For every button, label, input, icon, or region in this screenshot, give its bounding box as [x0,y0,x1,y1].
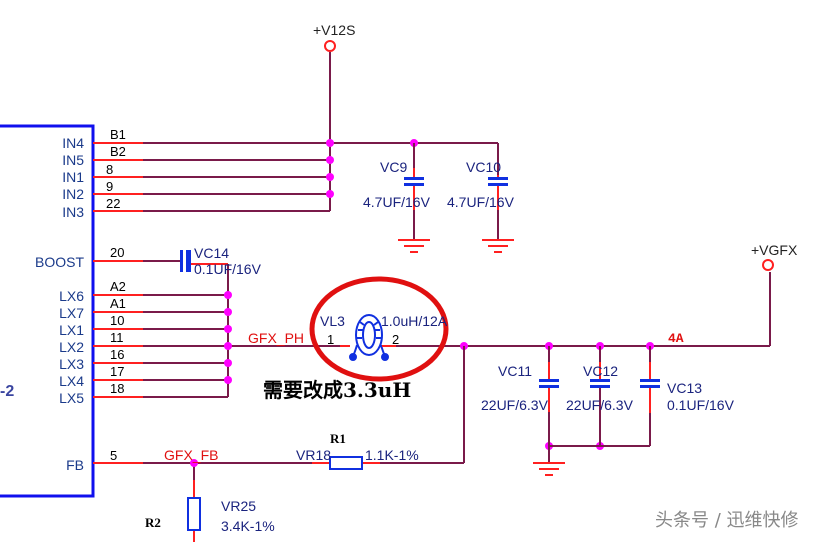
ground-icon [398,239,430,253]
pin-label-lx3: LX3 [59,356,84,372]
pin-number: 9 [106,179,114,194]
pin-label-in4: IN4 [62,135,84,151]
pin-label-lx6: LX6 [59,288,84,304]
value-vc12: 22UF/6.3V [566,397,633,413]
current-label: 4A [668,331,684,346]
ref-vc9: VC9 [380,159,408,175]
ref-vc10: VC10 [466,159,502,175]
pin-number: 11 [110,330,124,345]
pin-label-lx7: LX7 [59,305,84,321]
vgfx-power-port-icon [762,259,774,271]
pin-label-lx2: LX2 [59,339,84,355]
pin-number: 22 [106,196,121,211]
value-vr25: 3.4K-1% [221,518,275,534]
highlight-circle [309,276,449,382]
pin-number: 10 [110,313,125,328]
ground-icon [482,239,514,253]
input-pins-wires [93,52,499,212]
pin-number: 17 [110,364,125,379]
value-vc11: 22UF/6.3V [481,397,548,413]
vl3-pin2-label: 2 [392,332,400,347]
pin-label-in1: IN1 [62,169,84,185]
vl3-pin1-label: 1 [327,332,335,347]
pin-label-in3: IN3 [62,204,84,220]
alias-r1: R1 [330,431,346,446]
resistor-vr18-symbol[interactable] [329,456,363,470]
alias-r2: R2 [145,515,161,530]
watermark: 头条号 / 迅维快修 [655,510,799,531]
v12s-power-port-icon [324,40,336,52]
net-label-gfx-ph: GFX_PH [248,330,305,346]
pin-number: 5 [110,448,118,463]
resistor-vr25-symbol[interactable] [187,497,201,531]
capacitor-vc9-symbol[interactable] [404,143,424,240]
inductor-vl3-symbol[interactable] [349,314,389,361]
power-label-vgfx: +VGFX [751,242,798,258]
pin-label-boost: BOOST [34,254,84,270]
pin-label-in2: IN2 [62,186,84,202]
ref-vc13: VC13 [667,380,703,396]
fb-junction [190,459,198,467]
pin-number: A2 [110,279,126,294]
pin-label-lx1: LX1 [59,322,84,338]
value-vr18: 1.1K-1% [365,447,419,463]
pin-number: A1 [110,296,126,311]
annotation-note: 需要改成3.3uH [263,378,412,402]
pin-number: 18 [110,381,125,396]
lx-pins-wires [93,294,350,398]
pin-label-lx5: LX5 [59,390,84,406]
fb-wire [93,462,464,542]
ref-vc12: VC12 [583,363,619,379]
ref-vr18: VR18 [296,447,332,463]
pin-number: 20 [110,245,125,260]
value-vl3: 1.0uH/12A [381,313,448,329]
capacitor-vc13-symbol[interactable] [640,346,660,446]
capacitor-vc12-symbol[interactable] [590,346,610,446]
pin-label-lx4: LX4 [59,373,84,389]
ref-vc14: VC14 [194,245,230,261]
lx-junctions [224,291,232,384]
pin-label-in5: IN5 [62,152,84,168]
pin-number: 16 [110,347,125,362]
pin-label-fb: FB [66,457,84,473]
ref-vc11: VC11 [498,363,532,379]
value-vc14: 0.1UF/16V [194,261,261,277]
output-junctions [460,342,654,450]
ref-vl3: VL3 [320,313,345,329]
power-label-v12s: +V12S [313,22,356,38]
pin-number: 8 [106,162,114,177]
pin-number: B1 [110,127,126,142]
pin-number: B2 [110,144,126,159]
value-vc10: 4.7UF/16V [447,194,514,210]
ic-designator-suffix: -2 [0,383,15,400]
net-label-gfx-fb: GFX_FB [164,447,219,463]
ref-vr25: VR25 [221,498,257,514]
value-vc9: 4.7UF/16V [363,194,430,210]
capacitor-vc11-symbol[interactable] [539,346,559,463]
capacitor-vc10-symbol[interactable] [488,175,508,240]
value-vc13: 0.1UF/16V [667,397,734,413]
ground-icon [533,462,565,476]
